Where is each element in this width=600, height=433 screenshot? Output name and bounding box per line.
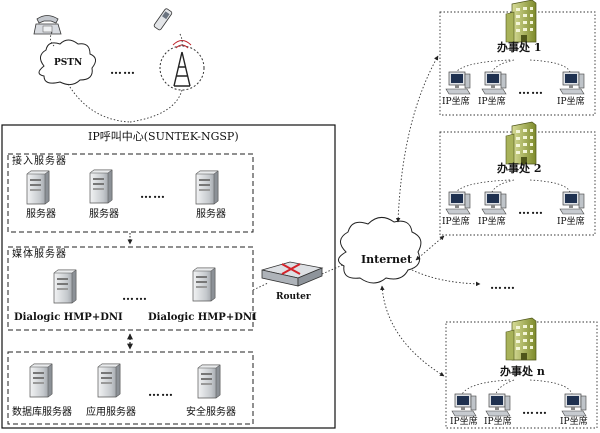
seat-label: IP坐席 (557, 217, 585, 227)
seat-ellipsis: …… (522, 403, 548, 417)
pstn-label: PSTN (54, 58, 83, 68)
seat-label: IP坐席 (478, 97, 506, 107)
server-icon (97, 363, 121, 398)
workstation-icon (445, 71, 471, 95)
office-name: 办事处 n (500, 365, 545, 378)
cloud-icon (38, 39, 96, 86)
seat-label: IP坐席 (450, 417, 478, 427)
call-center-frame (1, 124, 336, 429)
access-server-group (7, 153, 254, 233)
media-ellipsis: …… (122, 289, 148, 303)
seat-label: IP坐席 (442, 97, 470, 107)
call-center-title: IP呼叫中心(SUNTEK-NGSP) (88, 130, 239, 143)
server-icon (192, 267, 216, 302)
router-label: Router (276, 292, 311, 302)
office-name: 办事处 1 (497, 41, 542, 54)
router-icon (261, 261, 324, 287)
access-server-label: 服务器 (89, 209, 119, 220)
workstation-icon (481, 71, 507, 95)
app-server-label: 安全服务器 (186, 407, 236, 418)
server-icon (53, 269, 77, 304)
server-icon (26, 170, 50, 205)
office-building-icon (505, 0, 537, 43)
server-icon (29, 363, 53, 398)
media-server-label: Dialogic HMP+DNI (148, 312, 257, 323)
office-frame-n (445, 321, 598, 429)
telephone-icon (33, 15, 62, 35)
cloud-icon (338, 217, 422, 284)
access-server-label: 服务器 (196, 209, 226, 220)
seat-ellipsis: …… (518, 203, 544, 217)
workstation-icon (559, 191, 585, 215)
media-server-label: Dialogic HMP+DNI (14, 312, 123, 323)
internet-label: Internet (361, 253, 413, 266)
access-group-label: 接入服务器 (12, 156, 67, 167)
app-server-label: 应用服务器 (86, 407, 136, 418)
offices-ellipsis: …… (490, 278, 516, 292)
seat-label: IP坐席 (478, 217, 506, 227)
workstation-icon (451, 393, 477, 417)
server-icon (89, 169, 113, 204)
seat-ellipsis: …… (518, 83, 544, 97)
office-name: 办事处 2 (497, 162, 542, 175)
media-group-label: 媒体服务器 (12, 249, 67, 260)
pstn-ellipsis: …… (110, 63, 136, 77)
workstation-icon (445, 191, 471, 215)
workstation-icon (559, 71, 585, 95)
seat-label: IP坐席 (557, 97, 585, 107)
mobile-phone-icon (153, 8, 173, 31)
server-icon (197, 364, 221, 399)
access-ellipsis: …… (140, 187, 166, 201)
office-building-icon (505, 317, 537, 361)
seat-label: IP坐席 (484, 417, 512, 427)
media-server-group (7, 246, 254, 331)
radio-tower-icon (159, 40, 205, 91)
workstation-icon (481, 191, 507, 215)
app-server-group (7, 351, 254, 425)
workstation-icon (485, 393, 511, 417)
office-building-icon (505, 121, 537, 165)
workstation-icon (561, 393, 587, 417)
server-icon (195, 170, 219, 205)
seat-label: IP坐席 (442, 217, 470, 227)
app-server-label: 数据库服务器 (12, 407, 72, 418)
access-server-label: 服务器 (26, 209, 56, 220)
app-ellipsis: …… (148, 385, 174, 399)
seat-label: IP坐席 (560, 417, 588, 427)
